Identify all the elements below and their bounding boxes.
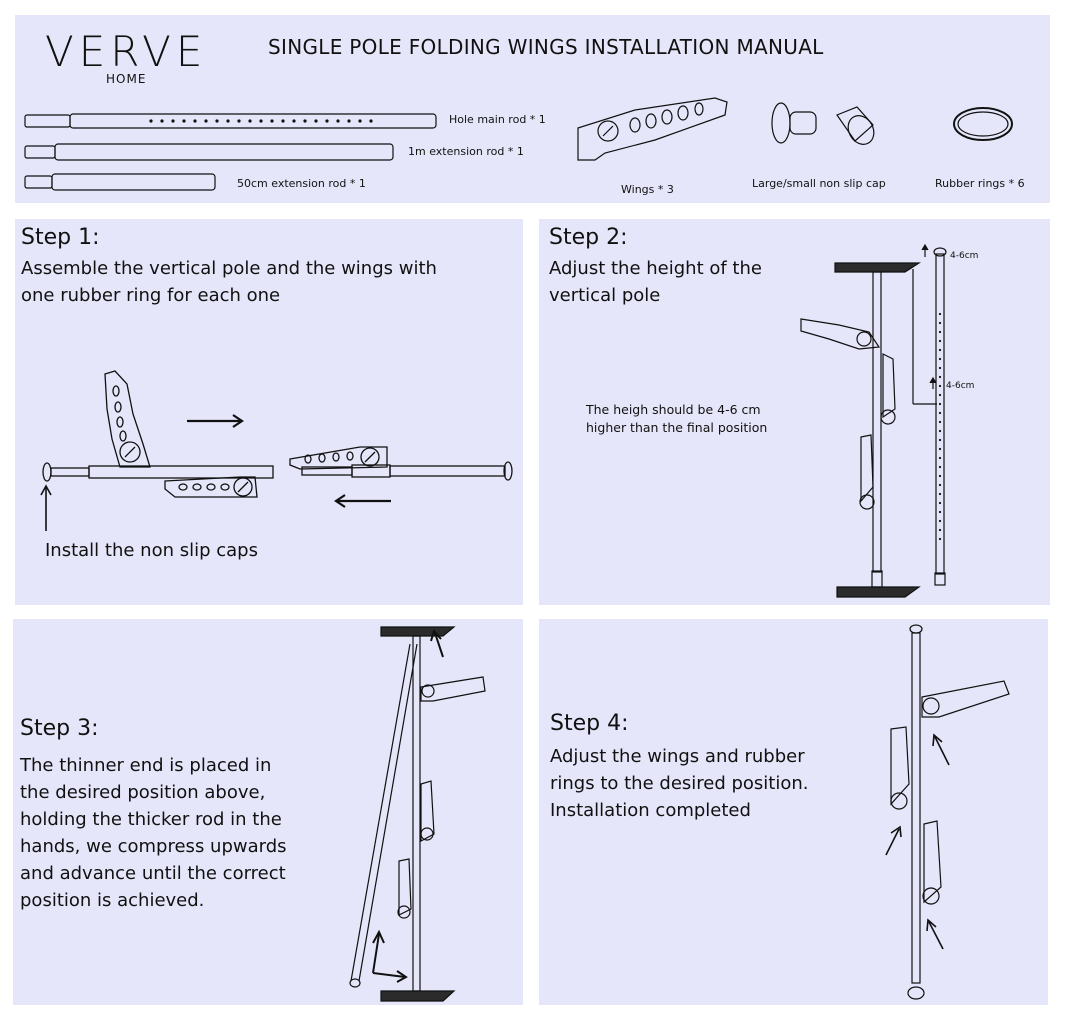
step4-line-2: rings to the desired position. (550, 773, 809, 794)
pole-hole (938, 375, 942, 379)
step1-illustration (40, 370, 513, 531)
rod-hole (281, 119, 285, 123)
rod-hole (182, 119, 186, 123)
pole-hole (938, 312, 942, 316)
step2-note-line2: higher than the final position (586, 420, 768, 435)
manual-title: SINGLE POLE FOLDING WINGS INSTALLATION M… (268, 35, 824, 59)
step2-illustration (800, 243, 947, 598)
label-rubber-rings: Rubber rings * 6 (935, 177, 1025, 190)
pole-hole (938, 339, 942, 343)
rod-hole (171, 119, 175, 123)
pole-hole (938, 357, 942, 361)
pole-hole (938, 465, 942, 469)
pole-hole (938, 438, 942, 442)
label-extension-50cm: 50cm extension rod * 1 (237, 177, 366, 190)
pole-hole (938, 456, 942, 460)
label-extension-1m: 1m extension rod * 1 (408, 145, 524, 158)
rod-hole (237, 119, 241, 123)
step3-line-2: the desired position above, (20, 782, 266, 803)
rod-hole (325, 119, 329, 123)
step4-illustration (885, 624, 1010, 1000)
label-wings: Wings * 3 (621, 183, 674, 196)
pole-hole (938, 420, 942, 424)
step3-line-4: hands, we compress upwards (20, 836, 287, 857)
step3-line-3: holding the thicker rod in the (20, 809, 282, 830)
rod-hole (215, 119, 219, 123)
pole-hole (938, 492, 942, 496)
rod-hole (160, 119, 164, 123)
step4-line-3: Installation completed (550, 800, 751, 821)
step2-dim-mid: 4-6cm (946, 381, 975, 391)
rod-hole (303, 119, 307, 123)
step3-line-5: and advance until the correct (20, 863, 286, 884)
pole-hole (938, 321, 942, 325)
rod-hole (149, 119, 153, 123)
step3-line-6: position is achieved. (20, 890, 205, 911)
rod-hole (226, 119, 230, 123)
parts-illustration (24, 97, 1013, 191)
step2-note-line1: The heigh should be 4-6 cm (586, 402, 761, 417)
pole-hole (938, 402, 942, 406)
step2-title: Step 2: (549, 225, 628, 250)
rod-hole (314, 119, 318, 123)
hole-main-rod-drawing (24, 113, 437, 129)
pole-hole (938, 528, 942, 532)
pole-hole (938, 474, 942, 478)
step1-text-line1: Assemble the vertical pole and the wings… (21, 258, 437, 279)
rod-hole (259, 119, 263, 123)
rod-hole (358, 119, 362, 123)
step1-caption: Install the non slip caps (45, 540, 258, 561)
extension-50cm-drawing (24, 173, 216, 191)
label-caps: Large/small non slip cap (752, 177, 886, 190)
rod-hole (336, 119, 340, 123)
pole-hole (938, 393, 942, 397)
step4-title: Step 4: (550, 711, 629, 736)
pole-hole (938, 366, 942, 370)
pole-hole (938, 447, 942, 451)
step3-line-1: The thinner end is placed in (20, 755, 272, 776)
rod-hole (270, 119, 274, 123)
step1-text-line2: one rubber ring for each one (21, 285, 281, 306)
pole-hole (938, 537, 942, 541)
rod-hole (248, 119, 252, 123)
parts-header-panel: VERVE HOME SINGLE POLE FOLDING WINGS INS… (15, 15, 1050, 203)
pole-hole (938, 483, 942, 487)
rod-hole (292, 119, 296, 123)
rod-hole (369, 119, 373, 123)
step1-panel: Step 1: Assemble the vertical pole and t… (15, 219, 523, 605)
label-hole-main-rod: Hole main rod * 1 (449, 113, 546, 126)
step4-panel: Step 4: Adjust the wings and rubber ring… (539, 619, 1048, 1005)
step1-title: Step 1: (21, 225, 100, 250)
rod-hole (347, 119, 351, 123)
step3-title: Step 3: (20, 716, 99, 741)
step3-illustration (349, 626, 486, 1002)
step4-line-1: Adjust the wings and rubber (550, 746, 805, 767)
pole-hole (938, 411, 942, 415)
rubber-ring-drawing (953, 107, 1013, 141)
pole-hole (938, 384, 942, 388)
wing-drawing (577, 97, 728, 161)
pole-hole (938, 348, 942, 352)
step2-text-line2: vertical pole (549, 285, 661, 306)
brand-logo-sub: HOME (106, 72, 147, 86)
pole-hole (938, 429, 942, 433)
rod-hole (193, 119, 197, 123)
pole-hole (938, 510, 942, 514)
rod-hole (204, 119, 208, 123)
step2-panel: Step 2: Adjust the height of the vertica… (539, 219, 1050, 605)
pole-hole (938, 519, 942, 523)
pole-hole (938, 330, 942, 334)
step2-text-line1: Adjust the height of the (549, 258, 762, 279)
brand-logo: VERVE (45, 27, 208, 76)
step2-dim-top: 4-6cm (950, 251, 979, 261)
extension-1m-drawing (24, 143, 394, 161)
non-slip-caps-drawing (771, 102, 875, 145)
step3-panel: Step 3: The thinner end is placed in the… (13, 619, 523, 1005)
pole-hole (938, 501, 942, 505)
